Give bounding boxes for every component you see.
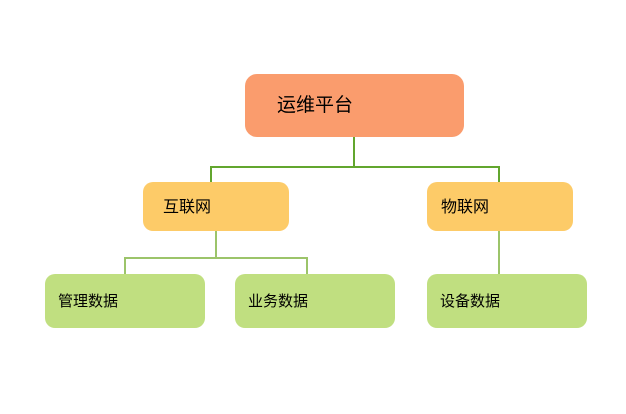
node-management-data[interactable]: 管理数据 <box>45 274 205 328</box>
node-root[interactable]: 运维平台 <box>245 74 464 137</box>
connector-to-iot <box>498 166 500 183</box>
connector-internet-stem <box>215 231 217 258</box>
node-iot[interactable]: 物联网 <box>427 182 573 231</box>
node-management-data-label: 管理数据 <box>58 291 119 310</box>
connector-to-management-data <box>124 257 126 275</box>
node-internet-label: 互联网 <box>163 196 212 216</box>
node-business-data-label: 业务数据 <box>248 291 309 310</box>
node-business-data[interactable]: 业务数据 <box>235 274 395 328</box>
connector-to-business-data <box>306 257 308 275</box>
connector-level3-busbar <box>124 257 308 259</box>
connector-to-internet <box>210 166 212 183</box>
connector-root-stem <box>353 137 355 167</box>
node-iot-label: 物联网 <box>441 196 490 216</box>
connector-level2-busbar <box>210 166 500 168</box>
node-root-label: 运维平台 <box>277 94 354 117</box>
connector-to-device-data <box>498 231 500 275</box>
node-internet[interactable]: 互联网 <box>143 182 289 231</box>
node-device-data[interactable]: 设备数据 <box>427 274 587 328</box>
node-device-data-label: 设备数据 <box>440 291 501 310</box>
